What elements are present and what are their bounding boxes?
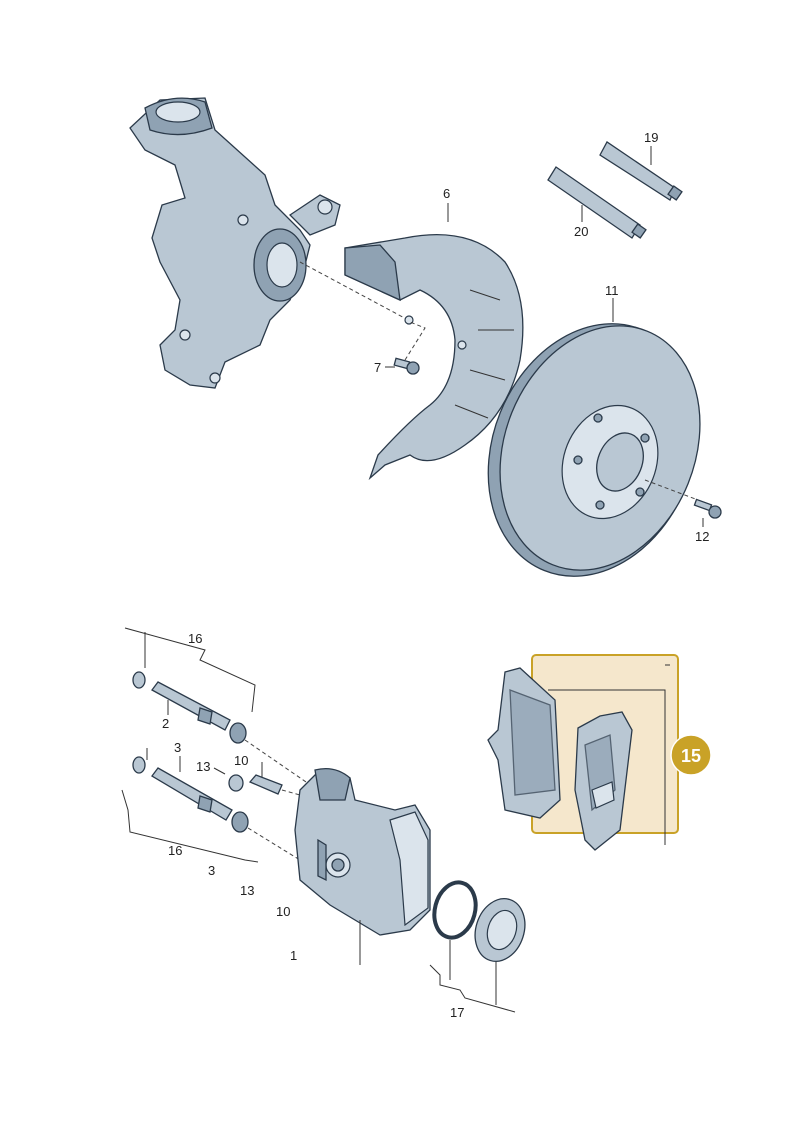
- grease-tube-19[interactable]: [599, 141, 683, 201]
- label-13-top: 13: [196, 759, 210, 774]
- bracket-17: [429, 964, 516, 1013]
- bracket-16-top: [124, 627, 256, 713]
- bracket-16-lower: [121, 789, 259, 863]
- cap-top[interactable]: [132, 671, 146, 689]
- splash-shield[interactable]: [344, 233, 524, 481]
- label-6: 6: [443, 186, 450, 201]
- leader-13a: [213, 767, 226, 775]
- label-10-top: 10: [234, 753, 248, 768]
- shield-bolt[interactable]: [393, 357, 420, 375]
- grease-tube-20[interactable]: [547, 166, 647, 239]
- label-3-lower: 3: [208, 863, 215, 878]
- brake-pad-inner[interactable]: [574, 711, 633, 851]
- bleeder-cap[interactable]: [228, 774, 244, 792]
- disc-screw[interactable]: [693, 498, 722, 519]
- label-2: 2: [162, 716, 169, 731]
- pin-lower-path: [247, 827, 301, 861]
- label-19: 19: [644, 130, 658, 145]
- label-1: 1: [290, 948, 297, 963]
- label-16-top: 16: [188, 631, 202, 646]
- badge-15-text: 15: [681, 746, 701, 766]
- label-11: 11: [605, 283, 619, 298]
- cap-lower[interactable]: [132, 756, 146, 774]
- brake-caliper[interactable]: [294, 767, 431, 936]
- highlight-bracket: [548, 689, 666, 845]
- label-10-lower: 10: [276, 904, 290, 919]
- bleeder-valve[interactable]: [248, 774, 283, 795]
- steering-knuckle[interactable]: [129, 97, 341, 389]
- guide-pin-lower[interactable]: [151, 767, 249, 833]
- part-badge-15[interactable]: 15: [670, 734, 712, 776]
- brake-disc[interactable]: [452, 292, 736, 608]
- alignment-line: [299, 261, 413, 323]
- label-7: 7: [374, 360, 381, 375]
- label-20: 20: [574, 224, 588, 239]
- label-17: 17: [450, 1005, 464, 1020]
- label-13-lower: 13: [240, 883, 254, 898]
- dust-boot[interactable]: [467, 892, 532, 968]
- screw-12-path: [644, 479, 699, 501]
- brake-pad-outer[interactable]: [487, 667, 561, 819]
- label-3-top: 3: [174, 740, 181, 755]
- piston-seal[interactable]: [428, 878, 481, 942]
- guide-pin-top[interactable]: [151, 681, 247, 744]
- bolt-7-path: [404, 321, 426, 361]
- label-16-lower: 16: [168, 843, 182, 858]
- label-12: 12: [695, 529, 709, 544]
